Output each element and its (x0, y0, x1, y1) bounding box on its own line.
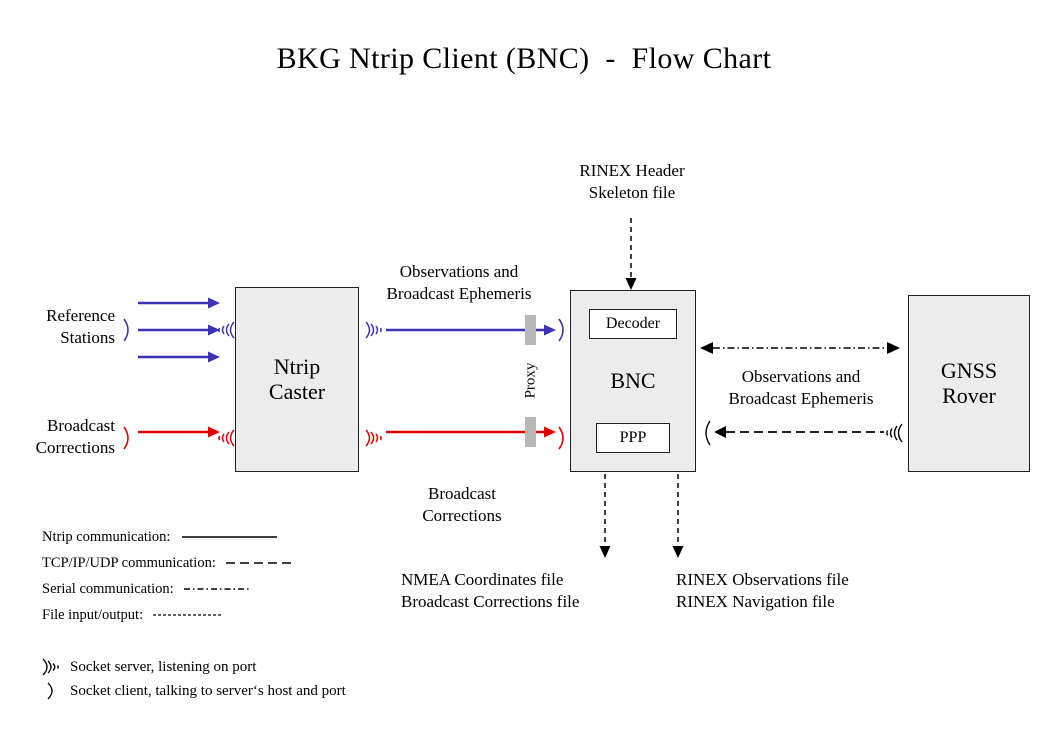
tcpip-arrow-rover-bnc (714, 426, 884, 438)
ntrip-arrow-ref-2 (138, 324, 220, 336)
socket-client-icon (123, 318, 129, 342)
socket-server-icon (365, 429, 382, 447)
proxy-label: Proxy (522, 362, 539, 398)
ntrip-arrow-broadcast-corrections (386, 426, 556, 438)
legend-item-ntrip: Ntrip communication: (42, 524, 296, 550)
legend-sample-solid (182, 536, 278, 538)
socket-client-icon (123, 426, 129, 450)
legend-item-socket-server: Socket server, listening on port (38, 655, 346, 679)
legend-item-file-io: File input/output: (42, 602, 296, 628)
output-left-label: NMEA Coordinates file Broadcast Correcti… (401, 570, 580, 612)
output-right-label: RINEX Observations file RINEX Navigation… (676, 570, 849, 612)
socket-client-icon (558, 426, 564, 450)
file-output-arrow-nmea (599, 474, 611, 558)
ntrip-arrow-ref-3 (138, 351, 220, 363)
socket-client-icon (558, 318, 564, 342)
node-bnc[interactable]: Decoder BNC PPP (570, 290, 696, 472)
rinex-header-skeleton-label: RINEX Header Skeleton file (579, 161, 685, 203)
reference-stations-label: Reference Stations (46, 306, 115, 348)
bnc-decoder-subbox[interactable]: Decoder (589, 309, 677, 339)
legend-line-styles: Ntrip communication: TCP/IP/UDP communic… (42, 524, 296, 628)
serial-arrow-bnc-rover (700, 342, 900, 354)
legend-label-file-io: File input/output: (42, 606, 144, 623)
ntrip-caster-label: Ntrip Caster (268, 353, 326, 404)
legend-label-tcpip: TCP/IP/UDP communication: (42, 554, 216, 571)
node-ntrip-caster[interactable]: Ntrip Caster (235, 287, 359, 472)
proxy-bar-bottom (525, 417, 536, 447)
bnc-decoder-label: Decoder (605, 315, 661, 332)
legend-sample-dotted (153, 614, 224, 616)
socket-server-icon (218, 429, 235, 447)
legend-label-socket-client: Socket client, talking to server‘s host … (70, 682, 346, 699)
page-title: BKG Ntrip Client (BNC) - Flow Chart (276, 42, 772, 75)
socket-server-icon (886, 423, 903, 443)
legend-sample-dashed (225, 562, 292, 564)
node-gnss-rover[interactable]: GNSS Rover (908, 295, 1030, 472)
legend-label-socket-server: Socket server, listening on port (70, 658, 257, 675)
file-output-arrow-rinex (672, 474, 684, 558)
legend-label-ntrip: Ntrip communication: (42, 528, 171, 545)
legend-label-serial: Serial communication: (42, 580, 174, 597)
bnc-to-rover-label: Observations and Broadcast Ephemeris (728, 367, 874, 409)
caster-to-bnc-bottom-label: Broadcast Corrections (422, 484, 502, 526)
legend-item-serial: Serial communication: (42, 576, 296, 602)
legend-item-tcpip: TCP/IP/UDP communication: (42, 550, 296, 576)
gnss-rover-label: GNSS Rover (940, 357, 998, 408)
bnc-ppp-label: PPP (619, 429, 647, 446)
socket-server-icon (218, 321, 235, 339)
caster-to-bnc-top-label: Observations and Broadcast Ephemeris (386, 262, 532, 304)
bnc-label: BNC (610, 367, 656, 393)
proxy-bar-top (525, 315, 536, 345)
file-input-arrow-rinex-header (625, 218, 637, 290)
legend-sample-dashdot (183, 588, 250, 590)
bnc-ppp-subbox[interactable]: PPP (596, 423, 670, 453)
socket-client-icon (705, 420, 711, 446)
socket-server-icon (365, 321, 382, 339)
broadcast-corrections-source-label: Broadcast Corrections (35, 416, 115, 458)
legend-item-socket-client: Socket client, talking to server‘s host … (38, 679, 346, 703)
ntrip-arrow-ref-1 (138, 297, 220, 309)
socket-server-icon (42, 658, 59, 676)
legend-sockets: Socket server, listening on port Socket … (38, 655, 346, 703)
ntrip-arrow-obs-ephemeris (386, 324, 556, 336)
socket-client-icon (47, 682, 53, 700)
ntrip-arrow-corrections (138, 426, 220, 438)
